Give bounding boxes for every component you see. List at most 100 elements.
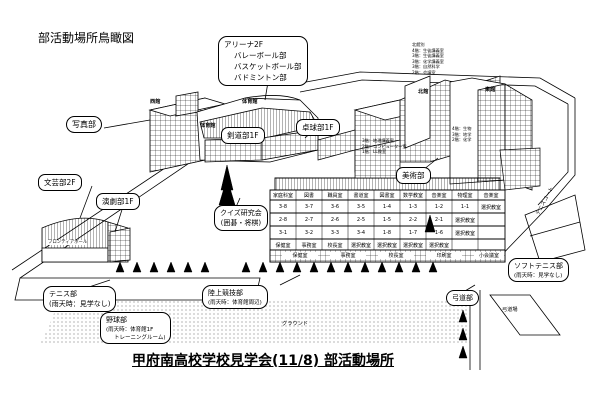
cell-ground-floor: 小会議室 bbox=[474, 252, 504, 259]
floor-item: 4階：生徒講義室 bbox=[412, 47, 444, 53]
callout-yakyu: 野球部 (雨天時：体育館1F トレーニングルーム) bbox=[100, 312, 172, 344]
cell-header: 図書室 bbox=[379, 193, 395, 199]
callout-title: 野球部 bbox=[106, 316, 127, 324]
cell-room: 3-6 bbox=[330, 204, 340, 210]
callout-line: バレーボール部 bbox=[234, 51, 287, 60]
cell-header: 音楽室 bbox=[431, 193, 447, 199]
floor-item: 3階：化学講義室 bbox=[412, 58, 444, 64]
callout-line: トレーニングルーム) bbox=[114, 335, 166, 341]
cell-room: 選択教室 bbox=[376, 243, 397, 249]
floor-item: 2階：会議室 bbox=[412, 69, 436, 75]
floor-item: 2階：コンピューター室 bbox=[362, 143, 407, 149]
cell-header: 図書 bbox=[303, 193, 314, 199]
label-kyudojo: 弓道場 bbox=[502, 307, 518, 313]
callout-title: 卓球部1F bbox=[302, 123, 334, 132]
cell-ground-floor: 印刷室 bbox=[426, 252, 462, 259]
floor-item: 3階：自然科学 bbox=[412, 64, 440, 70]
callout-line: (雨天時：見学なし) bbox=[49, 300, 111, 308]
callout-title: テニス部 bbox=[49, 290, 77, 298]
label-ground: グラウンド bbox=[282, 321, 308, 327]
callout-line: (雨天時：体育館1F bbox=[106, 327, 154, 333]
callout-bijutsu: 美術部 bbox=[396, 167, 431, 184]
cell-room: 校長室 bbox=[327, 243, 343, 249]
cell-room: 2-5 bbox=[356, 217, 366, 223]
cell-room: 選択教室 bbox=[454, 218, 475, 224]
cell-room: 1-1 bbox=[460, 204, 470, 210]
cell-room: 2-1 bbox=[434, 217, 444, 223]
cell-room: 3-7 bbox=[304, 204, 314, 210]
callout-title: 演劇部1F bbox=[102, 197, 134, 206]
callout-bungei: 文芸部2F bbox=[38, 174, 82, 191]
cell-header: 音楽室 bbox=[483, 193, 499, 199]
page-title: 部活動場所鳥瞰図 bbox=[38, 31, 135, 45]
cell-room: 選択教室 bbox=[402, 243, 423, 249]
label-taiikukan-top: 体育館 bbox=[242, 99, 258, 105]
callout-quiz: クイズ研究会 (囲碁・将棋) bbox=[214, 205, 268, 231]
callout-tennis: テニス部 (雨天時：見学なし) bbox=[43, 286, 117, 312]
cell-header: 数学教室 bbox=[402, 193, 423, 199]
corridors bbox=[317, 129, 541, 191]
middle-building-floor-list: 3階：地理講義室 2階：コンピューター室 1階：LL教室 bbox=[362, 138, 407, 155]
cell-room: 2-7 bbox=[304, 217, 314, 223]
floor-item: 2階：化学 bbox=[452, 137, 472, 143]
cell-room: 3-1 bbox=[278, 230, 288, 236]
cell-ground-floor: 保健室 bbox=[282, 252, 318, 259]
callout-title: ソフトテニス部 bbox=[514, 262, 563, 270]
footer-title: 甲府南高校学校見学会(11/8) 部活動場所 bbox=[132, 353, 395, 369]
cell-room: 2-8 bbox=[278, 217, 288, 223]
cell-header: 書道室 bbox=[353, 193, 369, 199]
callout-kendo: 剣道部1F bbox=[221, 127, 265, 144]
callout-arena: アリーナ2F バレーボール部 バスケットボール部 バドミントン部 bbox=[218, 36, 308, 86]
cell-header: 物理室 bbox=[457, 193, 473, 199]
callout-takkyu: 卓球部1F bbox=[296, 119, 340, 136]
callout-title: 陸上競技部 bbox=[208, 289, 243, 297]
floor-item: 3階：生徒講義室 bbox=[412, 53, 444, 59]
floor-item: 北館別 bbox=[412, 42, 425, 47]
callout-line: (雨天時：体育館周辺) bbox=[208, 300, 262, 306]
floor-item: 4階：生物 bbox=[452, 126, 472, 131]
cell-room: 1-4 bbox=[382, 204, 392, 210]
cell-ground-floor: 事務室 bbox=[330, 252, 366, 259]
callout-kyudo: 弓道部 bbox=[446, 290, 479, 306]
east-building-floor-list: 4階：生物 3階：地学 2階：化学 bbox=[452, 126, 471, 143]
callout-line: バドミントン部 bbox=[234, 73, 287, 82]
callout-title: 剣道部1F bbox=[227, 131, 259, 140]
cell-room: 選択教室 bbox=[454, 231, 475, 237]
floor-item: 3階：地理講義室 bbox=[362, 138, 394, 143]
floor-item: 3階：地学 bbox=[452, 131, 472, 137]
cell-room: 保健室 bbox=[275, 243, 291, 249]
callout-line: (雨天時：見学なし) bbox=[514, 273, 563, 279]
cell-room: 3-5 bbox=[356, 204, 366, 210]
cell-room: 3-4 bbox=[356, 230, 366, 236]
main-building bbox=[269, 177, 506, 263]
cell-room: 選択教室 bbox=[428, 243, 449, 249]
north-building-floor-list: 北館別 4階：生徒講義室 3階：生徒講義室 3階：化学講義室 3階：自然科学 2… bbox=[412, 42, 444, 76]
cell-room: 2-6 bbox=[330, 217, 340, 223]
callout-photo: 写真部 bbox=[66, 116, 102, 133]
callout-line: バスケットボール部 bbox=[234, 62, 302, 71]
cell-header: 職員室 bbox=[327, 193, 343, 199]
callout-rikujo: 陸上競技部 (雨天時：体育館周辺) bbox=[202, 285, 268, 309]
cell-room: 選択教室 bbox=[480, 205, 501, 211]
callout-title: 文芸部2F bbox=[44, 178, 76, 187]
cell-room: 1-7 bbox=[408, 230, 418, 236]
trees bbox=[115, 164, 468, 359]
tennis-court-area bbox=[524, 194, 586, 263]
cell-room: 2-2 bbox=[408, 217, 418, 223]
label-higashikan: 東館 bbox=[485, 87, 496, 93]
cell-room: 事務室 bbox=[301, 243, 317, 249]
cell-room: 1-8 bbox=[382, 230, 392, 236]
label-nishikan: 西館 bbox=[150, 99, 161, 105]
cell-room: 3-2 bbox=[304, 230, 314, 236]
cell-room: 選択教室 bbox=[350, 243, 371, 249]
callout-title: 弓道部 bbox=[452, 294, 473, 302]
callout-line: (囲碁・将棋) bbox=[220, 219, 262, 227]
cell-room: 1-6 bbox=[434, 230, 444, 236]
cell-room: 3-8 bbox=[278, 204, 288, 210]
cell-header: 家庭科室 bbox=[272, 193, 293, 199]
cell-room: 1-5 bbox=[382, 217, 392, 223]
label-taiikukan: 体育館 bbox=[200, 123, 216, 129]
callout-soft-tennis: ソフトテニス部 (雨天時：見学なし) bbox=[508, 258, 569, 282]
